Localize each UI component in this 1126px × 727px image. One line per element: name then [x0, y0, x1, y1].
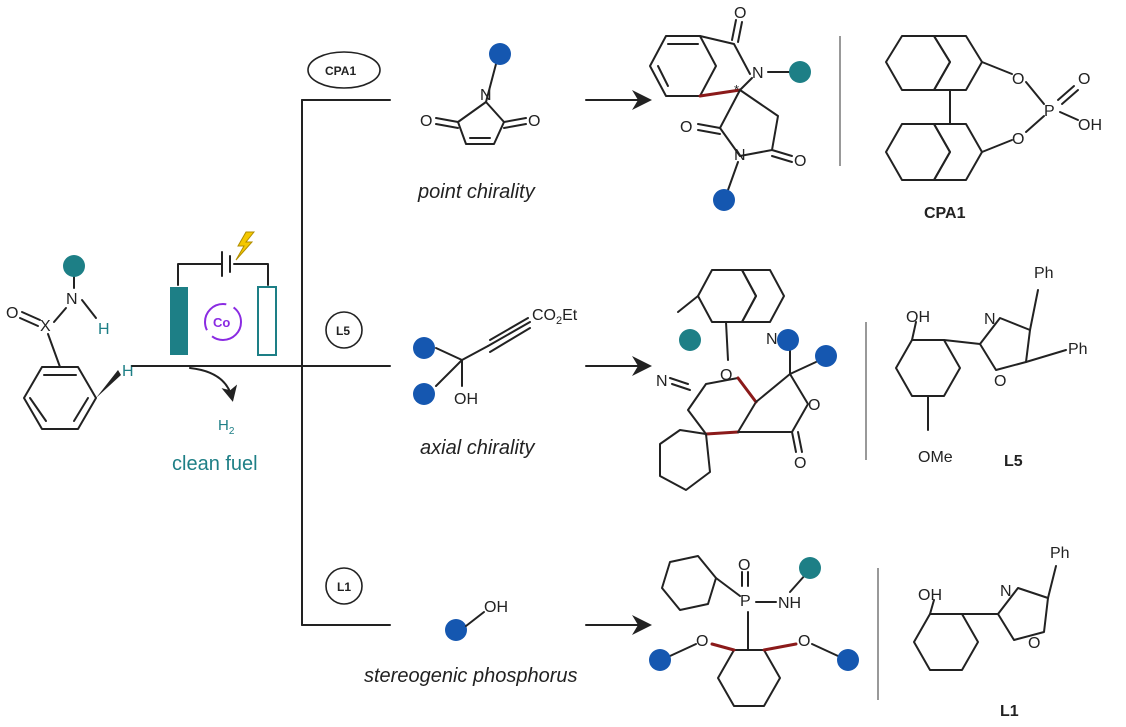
substituent-dot — [815, 345, 837, 367]
lightning-bolt-icon — [235, 231, 256, 261]
atom-label: OH — [918, 587, 942, 604]
atom-label: O — [696, 633, 708, 650]
anode-electrode — [170, 287, 188, 355]
atom-label: Ph — [1034, 265, 1054, 282]
atom-label: O — [798, 633, 810, 650]
alkynoate-reagent: CO2Et OH — [413, 307, 578, 408]
atom-label: P — [1044, 103, 1055, 120]
atom-label: O — [794, 153, 806, 170]
starting-material: H X O N H — [6, 255, 134, 430]
spiro-product: O N * O N O — [649, 5, 811, 211]
substituent-dot — [63, 255, 85, 277]
catalyst-cycle-icon — [307, 51, 381, 89]
row-3: L1 OH stereogenic phosphorus P O NH O O — [325, 545, 1070, 720]
catalyst-label: L1 — [337, 580, 351, 594]
substituent-dot — [413, 337, 435, 359]
substituent-dot — [679, 329, 701, 351]
atom-label: OH — [484, 599, 508, 616]
atom-x: X — [40, 318, 51, 335]
atom-label: N — [656, 373, 668, 390]
row-1: CPA1 O N O point chirality O — [307, 5, 1102, 222]
atom-label: O — [738, 557, 750, 574]
atom-label: O — [734, 5, 746, 22]
atom-o: O — [6, 305, 18, 322]
atom-label: O — [1012, 71, 1024, 88]
atom-h-nh: H — [98, 321, 110, 338]
substituent-dot — [799, 557, 821, 579]
substituent-dot — [837, 649, 859, 671]
cathode-electrode — [257, 286, 277, 356]
catalyst-label: L5 — [336, 324, 350, 338]
atom-label: N — [734, 147, 746, 164]
l1-structure: OH N O Ph — [913, 545, 1070, 671]
atom-label: OH — [906, 309, 930, 326]
axial-product: N O N O O — [656, 269, 837, 491]
atom-label: Ph — [1050, 545, 1070, 562]
catalyst-cycle-icon — [325, 311, 363, 349]
atom-label: P — [740, 593, 751, 610]
substituent-dot — [445, 619, 467, 641]
atom-label: O — [808, 397, 820, 414]
phosphorus-product: P O NH O O — [649, 555, 859, 707]
substituent-dot — [777, 329, 799, 351]
atom-label: OH — [454, 391, 478, 408]
h2-label: H2 — [218, 417, 235, 437]
atom-label: NH — [778, 595, 801, 612]
cpa1-structure: O O P O OH — [885, 35, 1102, 181]
alcohol-reagent: OH — [445, 599, 508, 641]
atom-label: O — [420, 113, 432, 130]
atom-label: O — [1012, 131, 1024, 148]
ligand-label: L1 — [1000, 703, 1019, 720]
substituent-dot — [489, 43, 511, 65]
atom-label: Ph — [1068, 341, 1088, 358]
chirality-label: axial chirality — [420, 437, 535, 459]
chirality-label: stereogenic phosphorus — [364, 665, 577, 687]
row-2: L5 CO2Et OH axial chirality N O — [325, 265, 1088, 491]
chirality-label: point chirality — [417, 181, 536, 203]
atom-label: O — [1078, 71, 1090, 88]
atom-label: O — [794, 455, 806, 472]
atom-label: N — [480, 87, 492, 104]
atom-label: N — [766, 331, 778, 348]
electrochemical-cell: Co — [170, 231, 277, 356]
atom-label: O — [1028, 635, 1040, 652]
ligand-label: L5 — [1004, 453, 1023, 470]
atom-label: O — [528, 113, 540, 130]
catalyst-cycle-icon — [325, 567, 363, 605]
atom-label: O — [680, 119, 692, 136]
substituent-dot — [649, 649, 671, 671]
substituent-dot — [789, 61, 811, 83]
atom-label: OMe — [918, 449, 953, 466]
atom-label: OH — [1078, 117, 1102, 134]
maleimide-reagent: O N O — [420, 43, 540, 145]
atom-label: CO2Et — [532, 307, 578, 327]
atom-label: O — [994, 373, 1006, 390]
atom-label: N — [1000, 583, 1012, 600]
atom-n: N — [66, 291, 78, 308]
clean-fuel-label: clean fuel — [172, 453, 258, 475]
l5-structure: OH N O Ph Ph OMe — [895, 265, 1088, 466]
substituent-dot — [713, 189, 735, 211]
ligand-label: CPA1 — [924, 205, 966, 222]
stereocenter-star: * — [734, 82, 739, 97]
cobalt-cycle-icon — [204, 303, 242, 341]
atom-label: N — [984, 311, 996, 328]
catalyst-label: CPA1 — [325, 64, 356, 78]
atom-label: N — [752, 65, 764, 82]
substituent-dot — [413, 383, 435, 405]
atom-h-ch: H — [122, 363, 134, 380]
cobalt-label: Co — [213, 315, 230, 330]
